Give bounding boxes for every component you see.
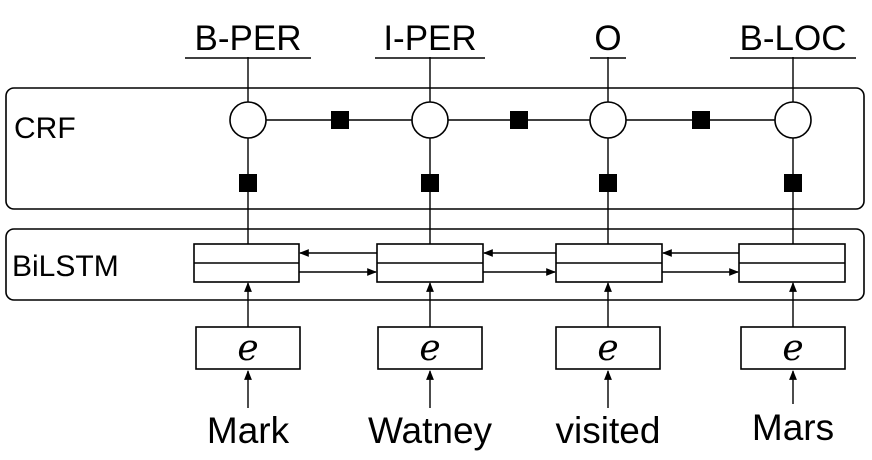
transition-factor [510, 111, 528, 129]
lstm-cell [738, 243, 846, 283]
emission-factor [421, 174, 439, 192]
output-tag: B-LOC [740, 19, 847, 58]
embedding-symbol: e [419, 328, 440, 369]
transition-factor [331, 111, 349, 129]
crf-node [589, 101, 627, 139]
embedding-box [555, 326, 661, 370]
embedding-box [740, 326, 846, 370]
crf-layer-panel [5, 87, 865, 210]
lstm-cell [555, 243, 663, 283]
embedding-symbol: e [782, 328, 803, 369]
input-word: Mars [752, 407, 834, 448]
output-tag: B-PER [195, 19, 302, 58]
crf-node [411, 101, 449, 139]
transition-factor [692, 111, 710, 129]
embedding-symbol: e [597, 328, 618, 369]
embedding-box [195, 326, 301, 370]
bilstm-layer-label: BiLSTM [12, 250, 119, 283]
input-word: Watney [368, 410, 493, 451]
embedding-box [377, 326, 483, 370]
crf-node [229, 101, 267, 139]
crf-layer-label: CRF [14, 112, 76, 145]
emission-factor [599, 174, 617, 192]
output-tag: O [594, 19, 621, 58]
lstm-cell [193, 243, 300, 283]
emission-factor [239, 174, 257, 192]
lstm-cell [376, 243, 484, 283]
input-word: visited [556, 410, 661, 451]
input-word: Mark [207, 410, 290, 451]
embedding-symbol: e [237, 328, 258, 369]
emission-factor [784, 174, 802, 192]
crf-node [774, 101, 812, 139]
output-tag: I-PER [383, 19, 476, 58]
